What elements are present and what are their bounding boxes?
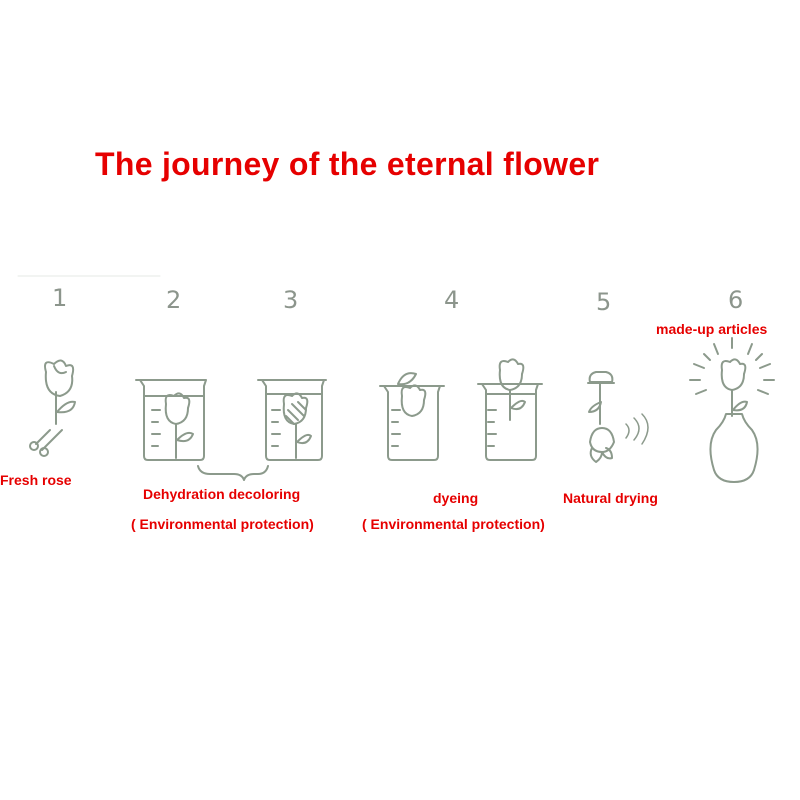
hanging-rose-clip-icon: [587, 371, 649, 463]
label-environmental-protection-2: ( Environmental protection): [362, 516, 545, 532]
beaker-dye-rose-icon: [379, 358, 543, 461]
step-number-1: 1: [52, 284, 68, 312]
label-dehydration-decoloring: Dehydration decoloring: [143, 486, 301, 502]
beaker-with-shaded-rose-icon: [257, 379, 327, 461]
rose-in-vase-icon: [689, 337, 775, 483]
step-number-4: 4: [444, 286, 460, 314]
label-fresh-rose: Fresh rose: [0, 472, 72, 488]
label-environmental-protection-1: ( Environmental protection): [131, 516, 314, 532]
label-made-up-articles: made-up articles: [656, 321, 768, 337]
step-number-2: 2: [166, 286, 182, 314]
group-brace: [197, 465, 269, 481]
beaker-with-rose-icon: [135, 379, 207, 461]
label-natural-drying: Natural drying: [563, 490, 658, 506]
rose-with-scissors-icon: [29, 359, 76, 457]
step-number-6: 6: [728, 286, 744, 314]
diagram-title: The journey of the eternal flower: [95, 146, 600, 182]
label-dyeing: dyeing: [433, 490, 479, 506]
step-number-5: 5: [596, 288, 612, 316]
step-number-3: 3: [283, 286, 299, 314]
